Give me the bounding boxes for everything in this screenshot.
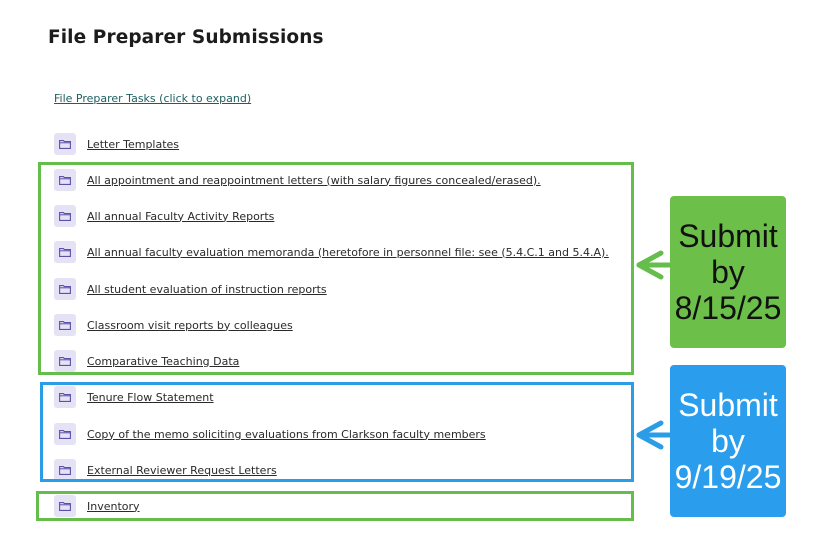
green-highlight-box-inventory xyxy=(36,491,634,521)
list-item-evaluation-memoranda[interactable]: All annual faculty evaluation memoranda … xyxy=(54,241,609,263)
green-arrow-icon xyxy=(636,250,673,280)
list-item-external-reviewer-letters[interactable]: External Reviewer Request Letters xyxy=(54,459,277,481)
folder-icon xyxy=(54,495,76,517)
folder-icon xyxy=(54,386,76,408)
list-item-tenure-flow-statement[interactable]: Tenure Flow Statement xyxy=(54,386,214,408)
list-item-classroom-visit-reports[interactable]: Classroom visit reports by colleagues xyxy=(54,314,293,336)
list-item-label[interactable]: Tenure Flow Statement xyxy=(87,390,214,404)
folder-icon xyxy=(54,314,76,336)
folder-icon xyxy=(54,169,76,191)
submit-by-callout-blue: Submit by 9/19/25 xyxy=(670,365,786,517)
folder-icon xyxy=(54,350,76,372)
list-item-label[interactable]: All student evaluation of instruction re… xyxy=(87,282,327,296)
list-item-memo-soliciting-evaluations[interactable]: Copy of the memo soliciting evaluations … xyxy=(54,423,486,445)
list-item-comparative-teaching-data[interactable]: Comparative Teaching Data xyxy=(54,350,239,372)
list-item-label[interactable]: Copy of the memo soliciting evaluations … xyxy=(87,427,486,441)
list-item-letter-templates[interactable]: Letter Templates xyxy=(54,133,179,155)
list-item-appointment-letters[interactable]: All appointment and reappointment letter… xyxy=(54,169,541,191)
list-item-student-evaluation-reports[interactable]: All student evaluation of instruction re… xyxy=(54,278,327,300)
green-highlight-box xyxy=(38,162,634,375)
submit-by-callout-green: Submit by 8/15/25 xyxy=(670,196,786,348)
callout-date: 9/19/25 xyxy=(674,459,782,495)
page-title: File Preparer Submissions xyxy=(48,27,324,48)
folder-icon xyxy=(54,133,76,155)
callout-date: 8/15/25 xyxy=(674,290,782,326)
list-item-label[interactable]: Comparative Teaching Data xyxy=(87,354,240,368)
folder-icon xyxy=(54,278,76,300)
list-item-faculty-activity-reports[interactable]: All annual Faculty Activity Reports xyxy=(54,205,274,227)
list-item-label[interactable]: Classroom visit reports by colleagues xyxy=(87,318,293,332)
list-item-label[interactable]: Inventory xyxy=(87,499,140,513)
list-item-inventory[interactable]: Inventory xyxy=(54,495,140,517)
list-item-label[interactable]: Letter Templates xyxy=(87,137,180,151)
folder-icon xyxy=(54,241,76,263)
folder-icon xyxy=(54,459,76,481)
list-item-label[interactable]: All annual Faculty Activity Reports xyxy=(87,209,275,223)
folder-icon xyxy=(54,205,76,227)
callout-line: Submit xyxy=(678,387,778,423)
callout-line: by xyxy=(711,423,745,459)
list-item-label[interactable]: All appointment and reappointment letter… xyxy=(87,173,541,187)
callout-line: Submit xyxy=(678,218,778,254)
list-item-label[interactable]: All annual faculty evaluation memoranda … xyxy=(87,245,609,259)
blue-highlight-box xyxy=(40,382,634,482)
blue-arrow-icon xyxy=(636,420,673,450)
callout-line: by xyxy=(711,254,745,290)
folder-icon xyxy=(54,423,76,445)
file-preparer-tasks-link[interactable]: File Preparer Tasks (click to expand) xyxy=(54,92,252,105)
list-item-label[interactable]: External Reviewer Request Letters xyxy=(87,463,277,477)
